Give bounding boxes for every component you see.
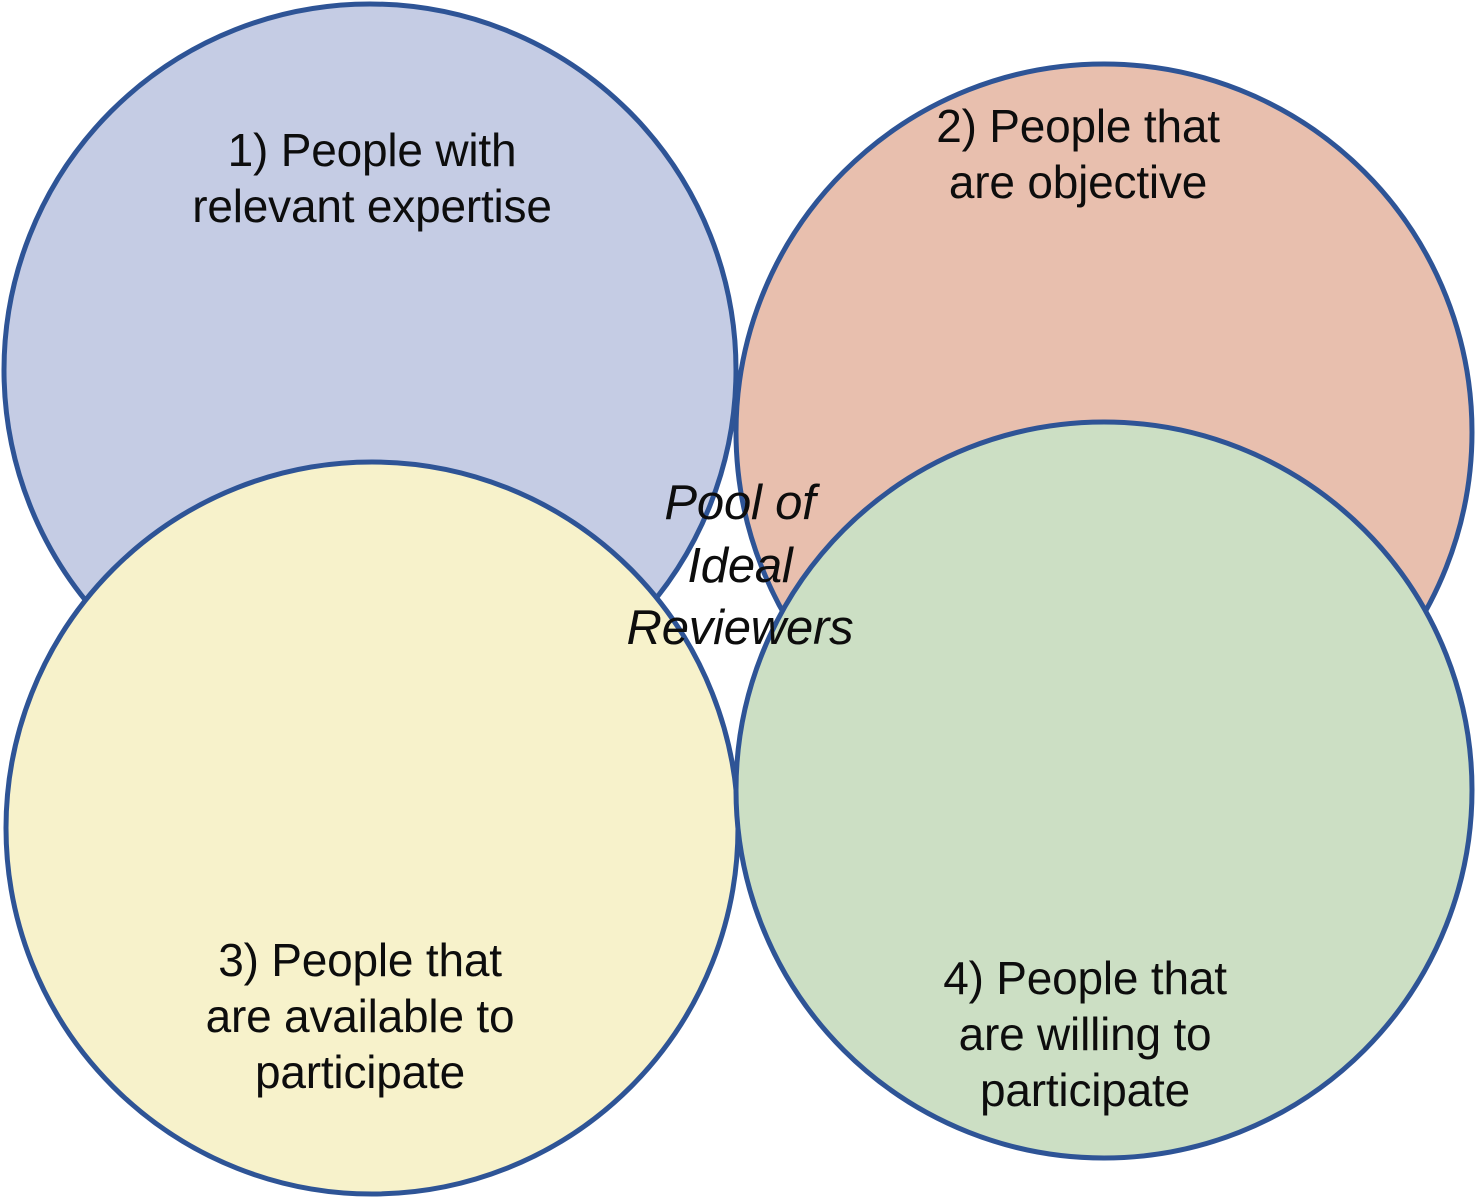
venn-circle-set-4 [733, 419, 1475, 1161]
venn-circle-set-3 [3, 459, 741, 1197]
